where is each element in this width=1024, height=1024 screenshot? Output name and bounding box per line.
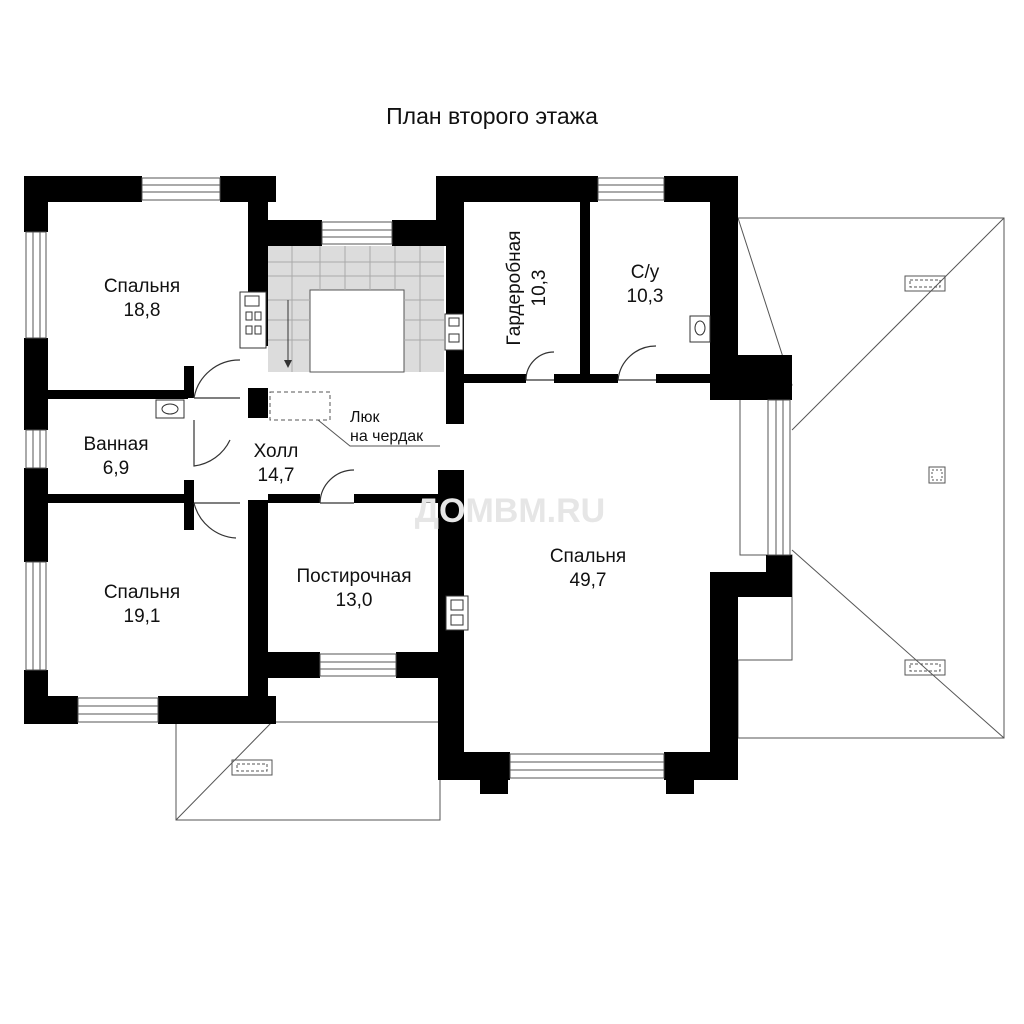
room-area-wc: 10,3 [627, 286, 664, 307]
room-name-bedroom-3: Спальня [550, 546, 626, 567]
room-area-bedroom-3: 49,7 [570, 570, 607, 591]
room-name-hall: Холл [254, 441, 299, 462]
room-area-bath: 6,9 [103, 458, 129, 479]
room-area-bedroom-1: 18,8 [124, 300, 161, 321]
room-name-bedroom-2: Спальня [104, 582, 180, 603]
room-area-bedroom-2: 19,1 [124, 606, 161, 627]
room-name-bath: Ванная [83, 434, 148, 455]
room-area-wardrobe: 10,3 [529, 270, 550, 307]
room-name-wardrobe: Гардеробная [504, 231, 525, 346]
doors [193, 345, 657, 539]
hatch-label-line2: на чердак [350, 428, 424, 445]
room-name-wc: С/у [631, 262, 660, 283]
plan-title: План второго этажа [386, 103, 598, 129]
walls [24, 176, 792, 794]
staircase [268, 246, 444, 373]
room-area-laundry: 13,0 [336, 590, 373, 611]
hatch-label-line1: Люк [350, 409, 381, 426]
fixtures [155, 291, 711, 631]
attic-hatch: Люк на чердак [269, 391, 440, 447]
windows [25, 177, 791, 779]
room-name-bedroom-1: Спальня [104, 276, 180, 297]
room-area-hall: 14,7 [258, 465, 295, 486]
room-name-laundry: Постирочная [296, 566, 411, 587]
roof-bottom [175, 721, 441, 821]
watermark: ДОМВМ.RU [415, 492, 605, 530]
room-labels: Спальня 18,8 Ванная 6,9 Спальня 19,1 Хол… [83, 231, 663, 627]
